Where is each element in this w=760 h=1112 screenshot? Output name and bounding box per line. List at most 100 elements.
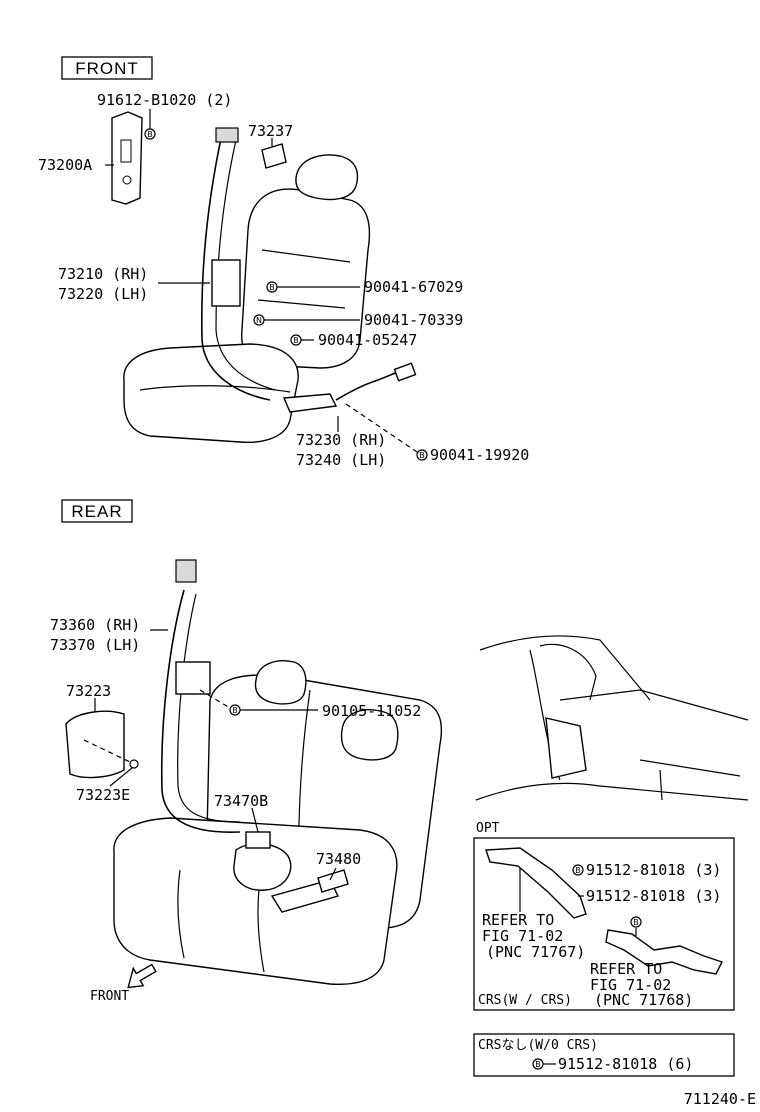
rear-shoulder-anchor xyxy=(175,559,197,583)
label-crs-bolt-2: 91512-81018 (3) xyxy=(586,887,721,905)
label-73480: 73480 xyxy=(316,850,361,868)
body-window-inner xyxy=(539,643,597,701)
front-buckle-connector xyxy=(393,362,417,382)
label-front-arrow: FRONT xyxy=(90,989,129,1004)
marker-b-67029: B xyxy=(266,281,278,293)
label-wo-crs-bolt: 91512-81018 (6) xyxy=(558,1055,693,1073)
label-crs-without: CRSなし(W/0 CRS) xyxy=(478,1038,598,1053)
svg-text:B: B xyxy=(535,1060,541,1069)
anchor-bracket-slot xyxy=(120,139,132,163)
marker-b-crs-1: B xyxy=(572,864,584,876)
leader-73223e xyxy=(109,767,133,787)
leader-73480 xyxy=(329,867,337,881)
label-refer-2-line3: (PNC 71768) xyxy=(594,991,693,1009)
svg-text:B: B xyxy=(575,866,581,875)
svg-text:N: N xyxy=(256,316,262,325)
label-73470b: 73470B xyxy=(214,792,268,810)
marker-b-90105: B xyxy=(229,704,241,716)
rear-section-title: REAR xyxy=(71,502,122,521)
label-refer-2-line2: FIG 71-02 xyxy=(590,976,671,994)
rear-belt-webbing xyxy=(160,589,241,833)
label-73220-lh: 73220 (LH) xyxy=(58,285,148,303)
rear-belt-webbing-edge xyxy=(177,593,241,823)
label-refer-2-line1: REFER TO xyxy=(590,960,662,978)
svg-text:B: B xyxy=(269,283,275,292)
label-90041-67029: 90041-67029 xyxy=(364,278,463,296)
opt-box: OPT B B 91512-81018 (3) 91512-81018 (3) … xyxy=(473,821,735,1011)
front-belt-webbing xyxy=(200,133,271,401)
label-refer-1-line2: FIG 71-02 xyxy=(482,927,563,945)
front-section-title: FRONT xyxy=(75,59,139,78)
crs-anchor-plate-2 xyxy=(605,929,723,975)
front-buckle xyxy=(282,393,338,413)
body-roofline xyxy=(479,635,651,701)
front-retractor xyxy=(211,259,241,307)
marker-b-19920: B xyxy=(416,449,428,461)
buckle-73470b-head xyxy=(245,831,271,849)
svg-text:B: B xyxy=(633,918,639,927)
label-73240-lh: 73240 (LH) xyxy=(296,451,386,469)
front-shoulder-anchor xyxy=(215,127,239,143)
label-90041-05247: 90041-05247 xyxy=(318,331,417,349)
rear-cushion-seam-1 xyxy=(177,869,185,959)
label-73360-rh: 73360 (RH) xyxy=(50,616,140,634)
front-section-box xyxy=(61,56,153,80)
marker-b-91612: B xyxy=(144,128,156,140)
label-73210-rh: 73210 (RH) xyxy=(58,265,148,283)
cover-73237 xyxy=(261,143,287,169)
front-section: FRONT B B N B B xyxy=(38,56,529,469)
marker-n-70339: N xyxy=(253,314,265,326)
label-90041-19920: 90041-19920 xyxy=(430,446,529,464)
opt-title: OPT xyxy=(476,821,500,836)
rear-headrest-right xyxy=(340,709,399,761)
cover-73223 xyxy=(65,710,125,779)
front-headrest xyxy=(295,154,359,201)
wo-crs-box-frame xyxy=(473,1033,735,1077)
svg-text:B: B xyxy=(147,130,153,139)
rear-headrest-left xyxy=(254,660,307,705)
rear-section: REAR B xyxy=(50,499,443,1004)
buckle-73480-strap xyxy=(317,869,349,893)
front-seat-cushion xyxy=(123,343,299,443)
marker-b-crs-2: B xyxy=(630,916,642,928)
svg-text:B: B xyxy=(293,336,299,345)
rear-retractor xyxy=(175,661,211,695)
rear-seat-cushion xyxy=(113,817,398,985)
label-73237: 73237 xyxy=(248,122,293,140)
label-crs-bolt-1: 91512-81018 (3) xyxy=(586,861,721,879)
crs-anchor-plate-1 xyxy=(485,847,587,919)
front-seat-back-seam xyxy=(257,249,351,309)
front-direction-arrow xyxy=(127,963,157,989)
figure-id: 711240-E xyxy=(684,1090,756,1108)
label-90105-11052: 90105-11052 xyxy=(322,702,421,720)
rear-section-box xyxy=(61,499,133,523)
label-73230-rh: 73230 (RH) xyxy=(296,431,386,449)
svg-text:B: B xyxy=(419,451,425,460)
body-rear-shelf xyxy=(559,689,749,721)
body-pillar xyxy=(545,717,587,779)
label-91612-b1020: 91612-B1020 (2) xyxy=(97,91,232,109)
body-trunk-edge xyxy=(639,759,741,801)
body-pillar-sketch xyxy=(475,635,749,801)
label-73223: 73223 xyxy=(66,682,111,700)
leader-90105-dash xyxy=(199,689,231,709)
label-refer-1-line1: REFER TO xyxy=(482,911,554,929)
svg-text:B: B xyxy=(232,706,238,715)
leader-73470b xyxy=(251,807,259,833)
label-73223e: 73223E xyxy=(76,786,130,804)
marker-b-05247: B xyxy=(290,334,302,346)
front-buckle-cable xyxy=(335,371,399,401)
front-belt-webbing-edge xyxy=(215,139,276,391)
wo-crs-box: CRSなし(W/0 CRS) B 91512-81018 (6) xyxy=(473,1033,735,1077)
marker-b-wo-crs: B xyxy=(532,1058,544,1070)
label-90041-70339: 90041-70339 xyxy=(364,311,463,329)
body-floor-line xyxy=(475,782,749,801)
label-crs-with: CRS(W / CRS) xyxy=(478,993,572,1008)
screw-73223e xyxy=(129,759,139,769)
anchor-bracket-hole xyxy=(122,175,132,185)
buckle-73470b xyxy=(233,843,292,891)
opt-box-frame xyxy=(473,837,735,1011)
label-refer-1-line3: (PNC 71767) xyxy=(486,943,585,961)
label-73370-lh: 73370 (LH) xyxy=(50,636,140,654)
